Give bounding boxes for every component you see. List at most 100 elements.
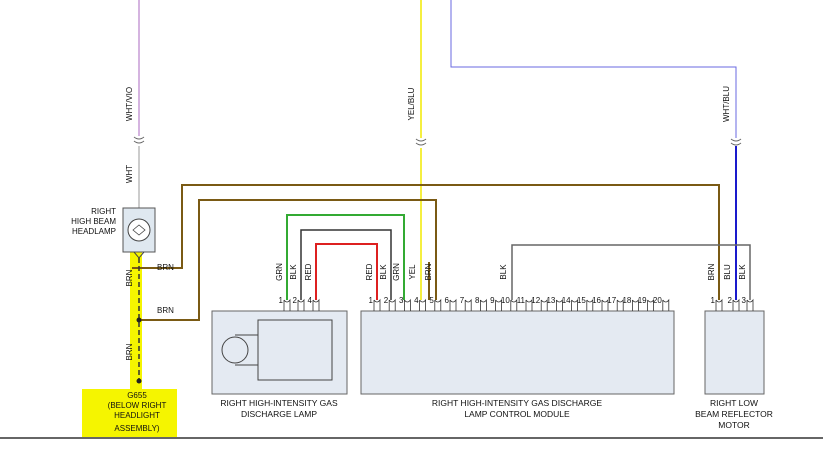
module-pin-15: 15 [577,296,586,305]
lamp-pin-4: 4 [308,296,313,305]
module-pin-8: 8 [475,296,480,305]
motor-caption-2: BEAM REFLECTOR [695,409,773,419]
wire-label-wht-vio: WHT/VIO [125,87,134,121]
motor-wire-label-3: BLK [738,264,747,280]
motor-wire-label-2: BLU [723,264,732,280]
module-pin-stub-15 [586,298,594,311]
headlamp-symbol [122,207,156,259]
lamp-bulb-icon [221,319,333,381]
motor-pin-stub-1 [715,298,723,311]
wire-label-yel-blu: YEL/BLU [407,87,416,120]
module-pin-stub-4 [419,298,426,311]
lamp-wire-label-2: BLK [289,264,298,280]
motor-pin-3: 3 [742,296,747,305]
module-wire-label-1: RED [365,263,374,280]
pin-stubs [283,298,754,311]
module-pin-2: 2 [384,296,389,305]
module-pin-stub-9 [495,298,502,311]
ground-id: G655 [127,391,147,400]
module-pin-1: 1 [369,296,374,305]
lamp-pin-stub-1 [283,298,291,311]
module-wire-label-2: BLK [379,264,388,280]
motor-caption-1: RIGHT LOW [710,398,758,408]
wire-yel-blu [415,0,427,300]
module-wire-label-3: GRN [392,263,401,281]
module-pin-6: 6 [445,296,450,305]
lamp-pin-1: 1 [279,296,284,305]
module-pin-3: 3 [399,296,404,305]
lamp-wire-label-3: RED [304,263,313,280]
module-pin-stub-16 [601,298,609,311]
module-wire-label-11: BLK [499,264,508,280]
module-pin-11: 11 [517,296,526,305]
discharge-lamp-box [211,310,348,395]
module-pin-stub-14 [571,298,578,311]
ground-label-2: HEADLIGHT [114,411,160,420]
motor-pin-stub-2 [732,298,740,311]
ground-dot [136,378,142,384]
wire-label-wht-blu: WHT/BLU [722,86,731,122]
lamp-pin-stub-2 [297,298,305,311]
lamp-pin-stub-4 [312,298,320,311]
module-pin-stub-19 [647,298,654,311]
brn-label-c: BRN [125,269,134,286]
control-module-box [360,310,675,395]
module-pin-stub-6 [449,298,457,311]
module-pin-18: 18 [622,296,631,305]
module-pin-4: 4 [414,296,419,305]
wire-label-wht: WHT [125,165,134,183]
motor-pin-stub-3 [746,298,754,311]
module-caption-1: RIGHT HIGH-INTENSITY GAS DISCHARGE [432,398,603,408]
ground-highlight [82,389,177,437]
module-pin-12: 12 [531,296,540,305]
module-pin-stub-11 [525,298,533,311]
module-pin-stub-1 [373,298,381,311]
module-pin-stub-17 [616,298,624,311]
module-pin-7: 7 [460,296,465,305]
module-pin-19: 19 [638,296,647,305]
module-pin-stub-18 [632,298,639,311]
ground-label-1: (BELOW RIGHT [108,401,167,410]
module-pin-stub-20 [662,298,670,311]
headlamp-label-3: HEADLAMP [72,227,116,236]
module-wire-label-4: YEL [408,264,417,280]
headlamp-label-1: RIGHT [91,207,116,216]
module-pin-16: 16 [592,296,601,305]
module-pin-stub-12 [540,298,548,311]
headlamp-label-2: HIGH BEAM [71,217,116,226]
module-pin-9: 9 [490,296,495,305]
wire-blk-gray [511,244,751,300]
module-wire-label-5: BRN [424,263,433,280]
lamp-pin-2: 2 [293,296,298,305]
motor-pin-2: 2 [728,296,733,305]
module-pin-stub-13 [556,298,563,311]
wire-lamp-module [286,214,405,300]
module-pin-stub-3 [404,298,411,311]
brn-label-b: BRN [157,306,174,315]
module-pin-17: 17 [607,296,616,305]
lamp-caption-2: DISCHARGE LAMP [241,409,317,419]
module-pin-20: 20 [653,296,662,305]
wire-wht-vio [133,0,145,208]
lamp-caption-1: RIGHT HIGH-INTENSITY GAS [220,398,338,408]
motor-wire-label-1: BRN [707,263,716,280]
module-pin-stub-10 [510,298,518,311]
brn-label-a: BRN [157,263,174,272]
brn-label-d: BRN [125,343,134,360]
lamp-wire-label-1: GRN [275,263,284,281]
splice-dot [136,317,142,323]
module-pin-5: 5 [429,296,434,305]
module-pin-stub-2 [388,298,396,311]
module-pin-stub-5 [434,298,442,311]
module-pin-13: 13 [546,296,555,305]
module-caption-2: LAMP CONTROL MODULE [464,409,570,419]
module-pin-stub-8 [480,298,487,311]
module-pin-14: 14 [562,296,571,305]
wire-wht-blu [450,0,742,300]
module-pin-stub-7 [464,298,472,311]
motor-pin-1: 1 [711,296,716,305]
module-pin-10: 10 [501,296,510,305]
